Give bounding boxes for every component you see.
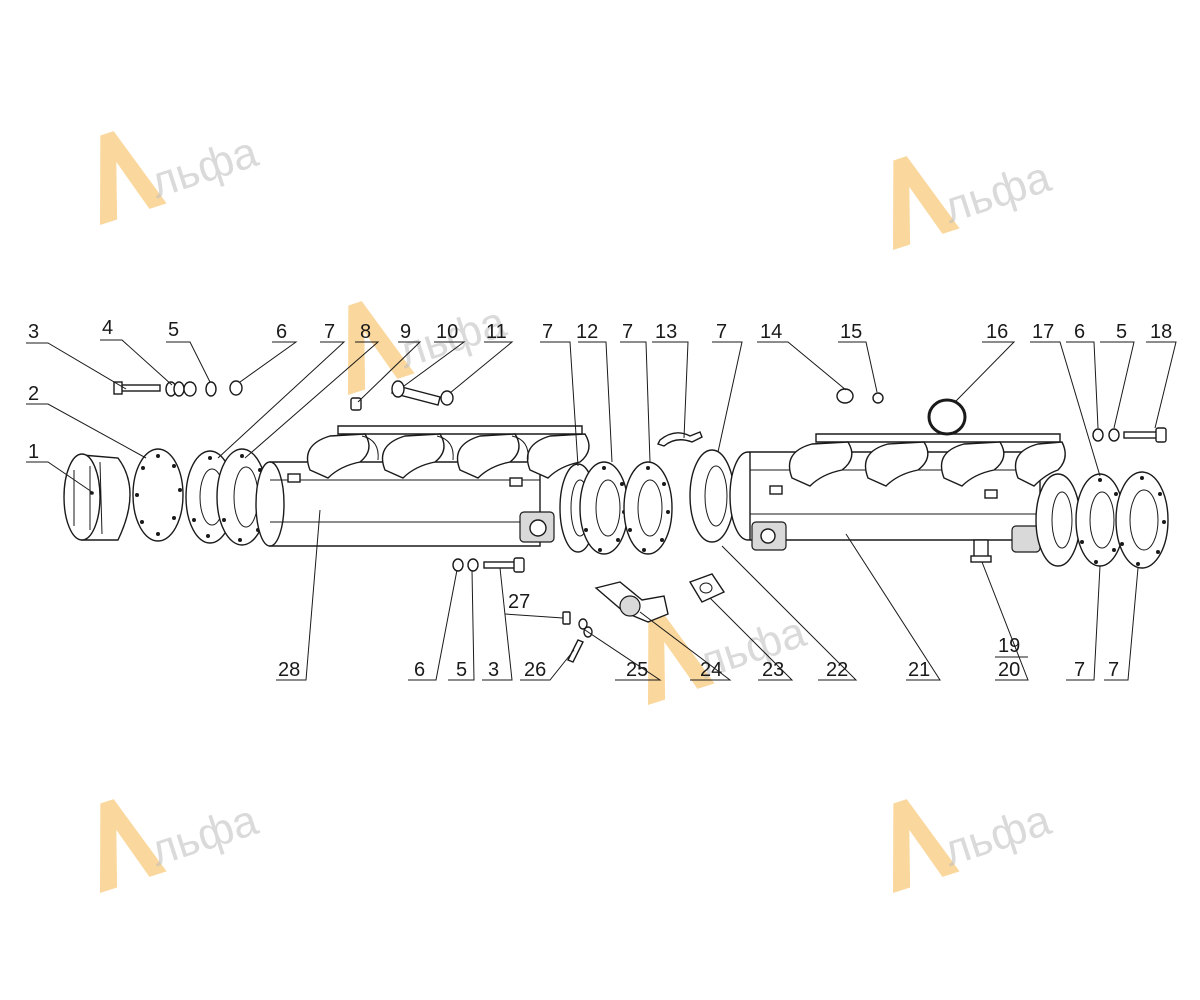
callout-7-b: 7: [542, 321, 553, 343]
part-left-manifold-pipe: [255, 425, 590, 547]
part-bolt-26: [567, 639, 584, 663]
part-clip-9: [350, 397, 362, 411]
callout-6-top: 6: [276, 321, 287, 343]
callout-23: 23: [762, 659, 784, 681]
callout-15: 15: [840, 321, 862, 343]
part-nut-6-bottom: [452, 558, 464, 572]
part-bushing-14: [836, 388, 854, 404]
part-washer-5-right: [1108, 428, 1120, 442]
part-gasket-plate: [132, 448, 184, 542]
watermark-bottom-left: льфа: [100, 795, 264, 893]
svg-text:льфа: льфа: [937, 795, 1057, 876]
callout-6-right: 6: [1074, 321, 1085, 343]
callout-27: 27: [508, 591, 530, 613]
callout-5-top: 5: [168, 319, 179, 341]
part-bolt-27: [562, 611, 571, 625]
callout-13: 13: [655, 321, 677, 343]
svg-text:льфа: льфа: [144, 127, 264, 208]
callout-28: 28: [278, 659, 300, 681]
callout-25: 25: [626, 659, 648, 681]
callout-18: 18: [1150, 321, 1172, 343]
part-gasket-23: [688, 573, 726, 603]
callout-11: 11: [486, 321, 507, 343]
callout-7-a: 7: [324, 321, 335, 343]
callout-1: 1: [28, 441, 39, 463]
part-stud-10: [391, 380, 441, 406]
callout-16: 16: [986, 321, 1008, 343]
callout-10: 10: [436, 321, 458, 343]
part-bolt-18: [1123, 427, 1167, 443]
part-nut-6-right: [1092, 428, 1104, 442]
part-washer-5-bottom: [467, 558, 479, 572]
callout-9: 9: [400, 321, 411, 343]
watermark-bottom-right: льфа: [893, 795, 1057, 893]
callout-20: 20: [998, 659, 1020, 681]
svg-text:льфа: льфа: [144, 795, 264, 876]
callout-6-bottom: 6: [414, 659, 425, 681]
part-gasket-ring-right-2: [1115, 471, 1169, 569]
callout-7-d: 7: [716, 321, 727, 343]
part-bolt-3-bottom: [483, 557, 525, 573]
callout-14: 14: [760, 321, 782, 343]
part-right-manifold-pipe: [749, 433, 1066, 563]
leader-lines: [26, 339, 1177, 681]
callout-4: 4: [102, 317, 113, 339]
part-strap-13: [657, 431, 703, 447]
callout-19: 19: [998, 635, 1020, 657]
callout-22: 22: [826, 659, 848, 681]
callout-7-e: 7: [1074, 659, 1085, 681]
callout-3-bottom: 3: [488, 659, 499, 681]
part-flange-17: [1035, 473, 1081, 567]
callout-2: 2: [28, 383, 39, 405]
callout-3-top: 3: [28, 321, 39, 343]
part-elbow-24: [594, 581, 669, 623]
svg-text:льфа: льфа: [937, 152, 1057, 233]
part-washer-15: [872, 392, 884, 404]
callout-21: 21: [908, 659, 930, 681]
part-flange-12: [579, 461, 629, 555]
callout-12: 12: [576, 321, 598, 343]
callout-5-bottom: 5: [456, 659, 467, 681]
callout-5-right: 5: [1116, 321, 1127, 343]
part-washers-4: [165, 381, 197, 397]
callout-24: 24: [700, 659, 722, 681]
part-nut-25: [578, 618, 593, 638]
callout-7-f: 7: [1108, 659, 1119, 681]
callout-26: 26: [524, 659, 546, 681]
part-washer-11: [440, 390, 454, 406]
watermark-top-right: льфа: [893, 152, 1057, 250]
part-nut-6-top: [229, 380, 243, 396]
part-bolt-top-left: [113, 381, 161, 395]
callout-8: 8: [360, 321, 371, 343]
part-gasket-ring-mid: [623, 461, 673, 555]
callout-7-c: 7: [622, 321, 633, 343]
part-flange-left: [216, 448, 268, 546]
callout-labels: 1 2 3 4 5 6 7 8 9 10 11 7 12 7 13 7 14 1…: [28, 317, 1172, 681]
part-washer-5-top: [205, 381, 217, 397]
part-end-cap: [63, 453, 131, 541]
part-oring-16: [927, 398, 967, 436]
watermark-top-left: льфа: [100, 127, 264, 225]
callout-17: 17: [1032, 321, 1054, 343]
